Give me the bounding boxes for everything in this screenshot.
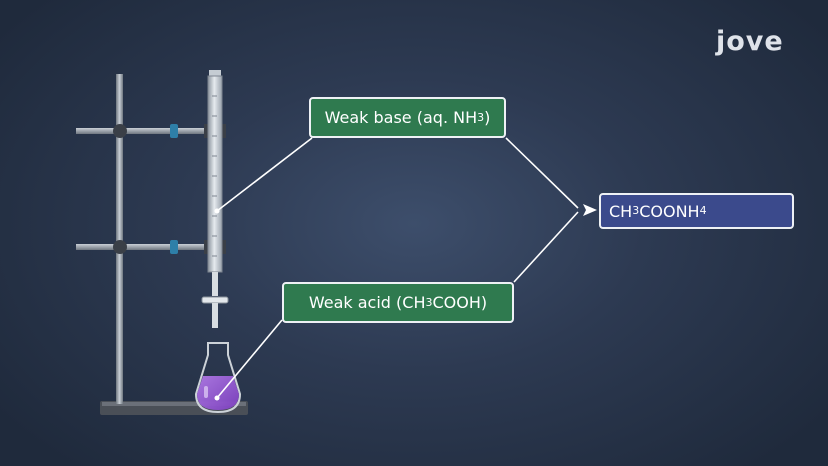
connector-lines <box>216 137 579 399</box>
weak-acid-tail: COOH) <box>432 293 488 312</box>
arrowhead-icon <box>583 204 597 216</box>
weak-acid-text: Weak acid (CH <box>308 293 426 312</box>
stand-rod <box>116 74 123 404</box>
connector-dot-flask <box>214 395 220 401</box>
upper-clamp <box>76 124 226 138</box>
lower-clamp <box>76 240 226 254</box>
burette <box>201 70 229 328</box>
weak-base-tail: ) <box>484 108 491 127</box>
jove-logo: jove <box>716 26 784 57</box>
weak-base-text: Weak base (aq. NH <box>324 108 478 127</box>
product-pre: CH <box>609 201 633 221</box>
product-mid: COONH <box>639 201 700 221</box>
connector-dot-burette <box>214 208 220 214</box>
